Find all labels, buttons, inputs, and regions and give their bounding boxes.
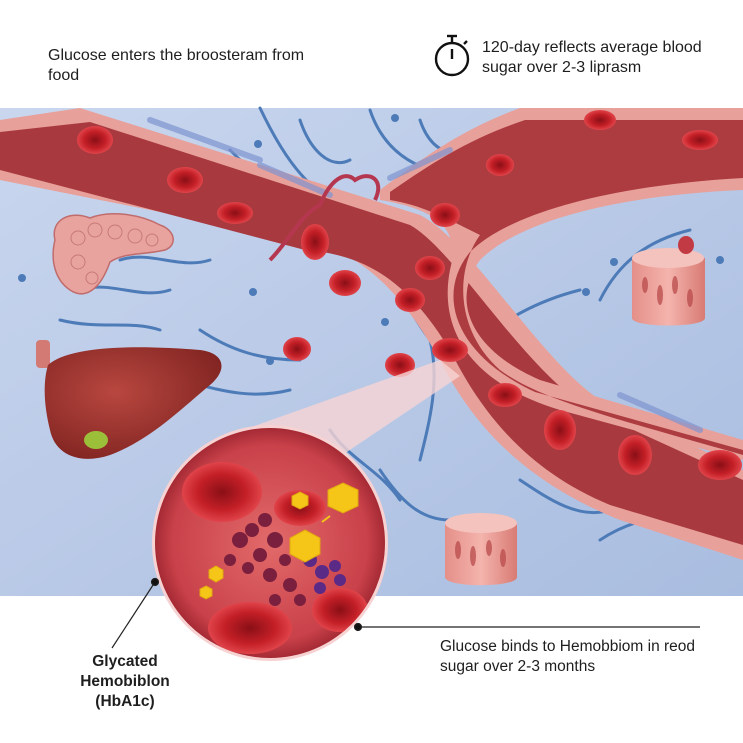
vessel-highlights bbox=[147, 117, 703, 433]
pancreas-illustration bbox=[52, 213, 174, 295]
label-glycated-line3: (HbA1c) bbox=[95, 693, 155, 710]
label-glycated-line1: Glycated bbox=[92, 653, 158, 670]
magnified-vessel-view bbox=[152, 425, 388, 661]
glucose-molecules bbox=[199, 482, 359, 600]
hemoglobin-cluster bbox=[224, 513, 306, 606]
label-glycated-hemoglobin: Glycated Hemobiblon (HbA1c) bbox=[50, 652, 200, 712]
branch-blood-vessel bbox=[380, 108, 743, 460]
arteriole-loop bbox=[268, 174, 381, 262]
label-120-day: 120-day reflects average blood sugar ove… bbox=[482, 39, 702, 76]
label-glucose-binds: Glucose binds to Hemobbiom in reod sugar… bbox=[440, 638, 696, 675]
muscle-tissue-illustration-2 bbox=[445, 513, 517, 586]
muscle-tissue-illustration bbox=[632, 236, 705, 326]
red-blood-cells bbox=[77, 110, 742, 480]
label-glucose-enters: Glucose enters the broosteram from food bbox=[48, 47, 305, 84]
callout-lines bbox=[111, 577, 700, 649]
liver-illustration bbox=[36, 340, 222, 459]
label-glycated-line2: Hemobiblon bbox=[80, 673, 170, 690]
stopwatch-icon bbox=[434, 34, 470, 77]
